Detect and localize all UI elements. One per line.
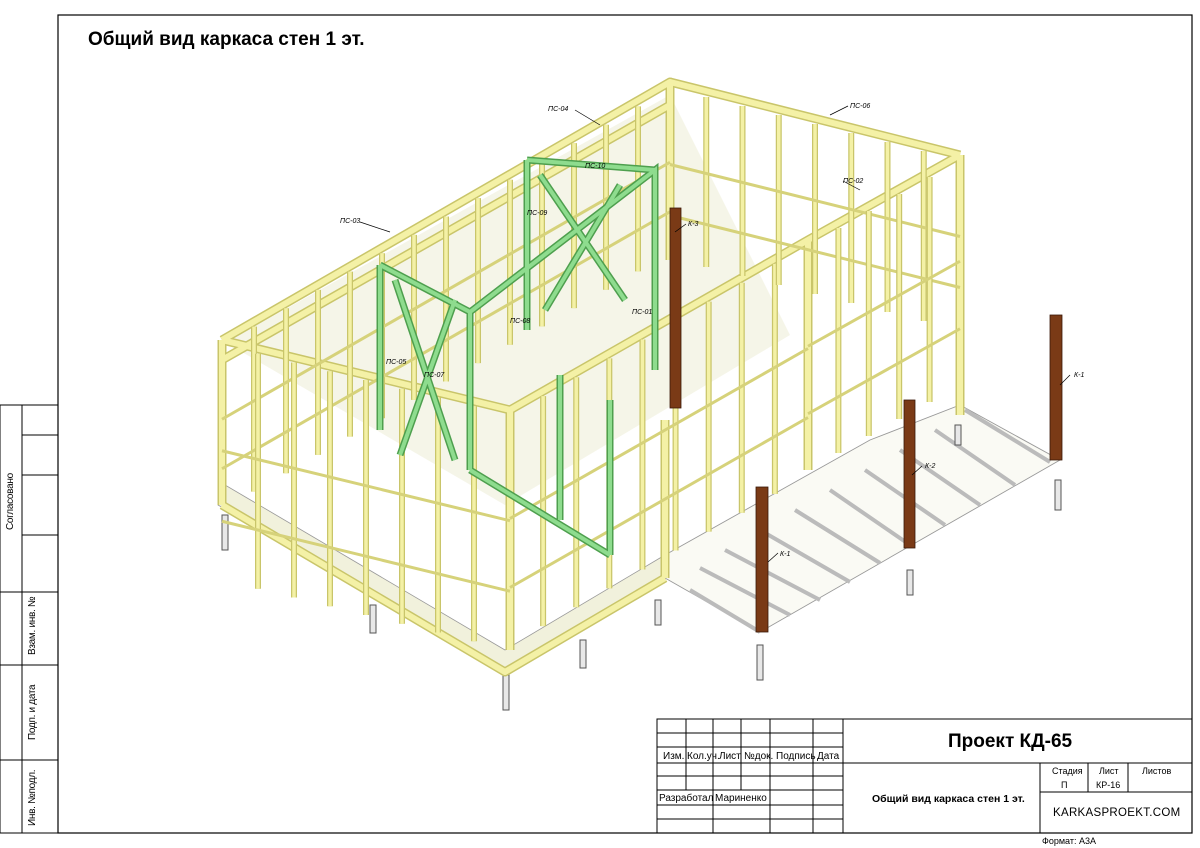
blocking: [807, 327, 961, 416]
stamp-replace-inv: Взам. инв. №: [27, 596, 38, 655]
marker-ps03: ПС-03: [340, 218, 360, 225]
inner-wall-fill: [378, 158, 657, 557]
frame-model: ПС-04 ПС-06 ПС-10 ПС-09 ПС-03 ПС-02 К-3 …: [217, 77, 1084, 711]
tb-site: KARKASPROEKT.COM: [1053, 807, 1181, 819]
marker-ps04: ПС-04: [548, 106, 568, 113]
tb-sheet-name: Общий вид каркаса стен 1 эт.: [872, 793, 1025, 805]
marker-ps08: ПС-08: [510, 318, 530, 325]
title-block-grid: [656, 718, 1193, 834]
tb-sheet-label: Лист: [1099, 766, 1119, 776]
post-k1-left: [755, 486, 769, 633]
tb-sheet-value: КР-16: [1096, 780, 1121, 790]
floor-slab: [217, 481, 666, 673]
marker-ps07: ПС-07: [424, 372, 445, 379]
tb-header-data: Дата: [817, 751, 840, 762]
tb-developer: Мариненко: [715, 793, 767, 804]
blocking: [221, 449, 511, 523]
stamp-agreed: Согласовано: [5, 473, 16, 530]
marker-ps02: ПС-02: [843, 178, 863, 185]
marker-k2: К-2: [925, 463, 935, 470]
tb-header-podpis: Подпись: [776, 751, 816, 762]
leader-lines: [359, 105, 1071, 563]
post-k3: [669, 207, 682, 409]
tb-sheets-label: Листов: [1142, 766, 1172, 776]
marker-ps09: ПС-09: [527, 210, 547, 217]
stamp-inv-original: Инв. №подл.: [27, 769, 38, 826]
blocking: [669, 163, 961, 238]
tb-header-ndok: №док.: [744, 751, 774, 762]
posts: [669, 207, 1063, 633]
drawing-title: Общий вид каркаса стен 1 эт.: [88, 29, 365, 50]
deck-joists: [688, 408, 1052, 634]
marker-k3: К-3: [688, 221, 698, 228]
blocking: [807, 259, 961, 348]
tb-stage-label: Стадия: [1052, 766, 1083, 776]
marker-k1-left: К-1: [780, 551, 790, 558]
wall-studs: [221, 97, 961, 642]
side-stamp-grid: [0, 404, 59, 834]
stamp-sign-date: Подп. и дата: [27, 684, 38, 740]
blocking: [221, 519, 511, 593]
tb-header-izm: Изм.: [663, 751, 685, 762]
marker-k1-right: К-1: [1074, 372, 1084, 379]
post-k1-right: [1049, 314, 1063, 461]
marker-ps10: ПС-10: [585, 163, 605, 170]
blocking: [669, 214, 961, 289]
piles: [221, 424, 1062, 711]
tb-stage-value: П: [1061, 780, 1068, 790]
project-title: Проект КД-65: [948, 731, 1073, 752]
tb-format: Формат: А3А: [1042, 836, 1096, 846]
marker-ps06: ПС-06: [850, 103, 870, 110]
tb-header-koluch: Кол.уч.: [687, 751, 720, 762]
tb-developed-label: Разработал: [659, 793, 714, 804]
post-k2: [903, 399, 916, 549]
marker-ps01: ПС-01: [632, 309, 652, 316]
blocking: [509, 416, 809, 589]
tb-header-list: Лист: [719, 751, 741, 762]
marker-ps05: ПС-05: [386, 359, 406, 366]
deck-frame: [664, 404, 1061, 633]
